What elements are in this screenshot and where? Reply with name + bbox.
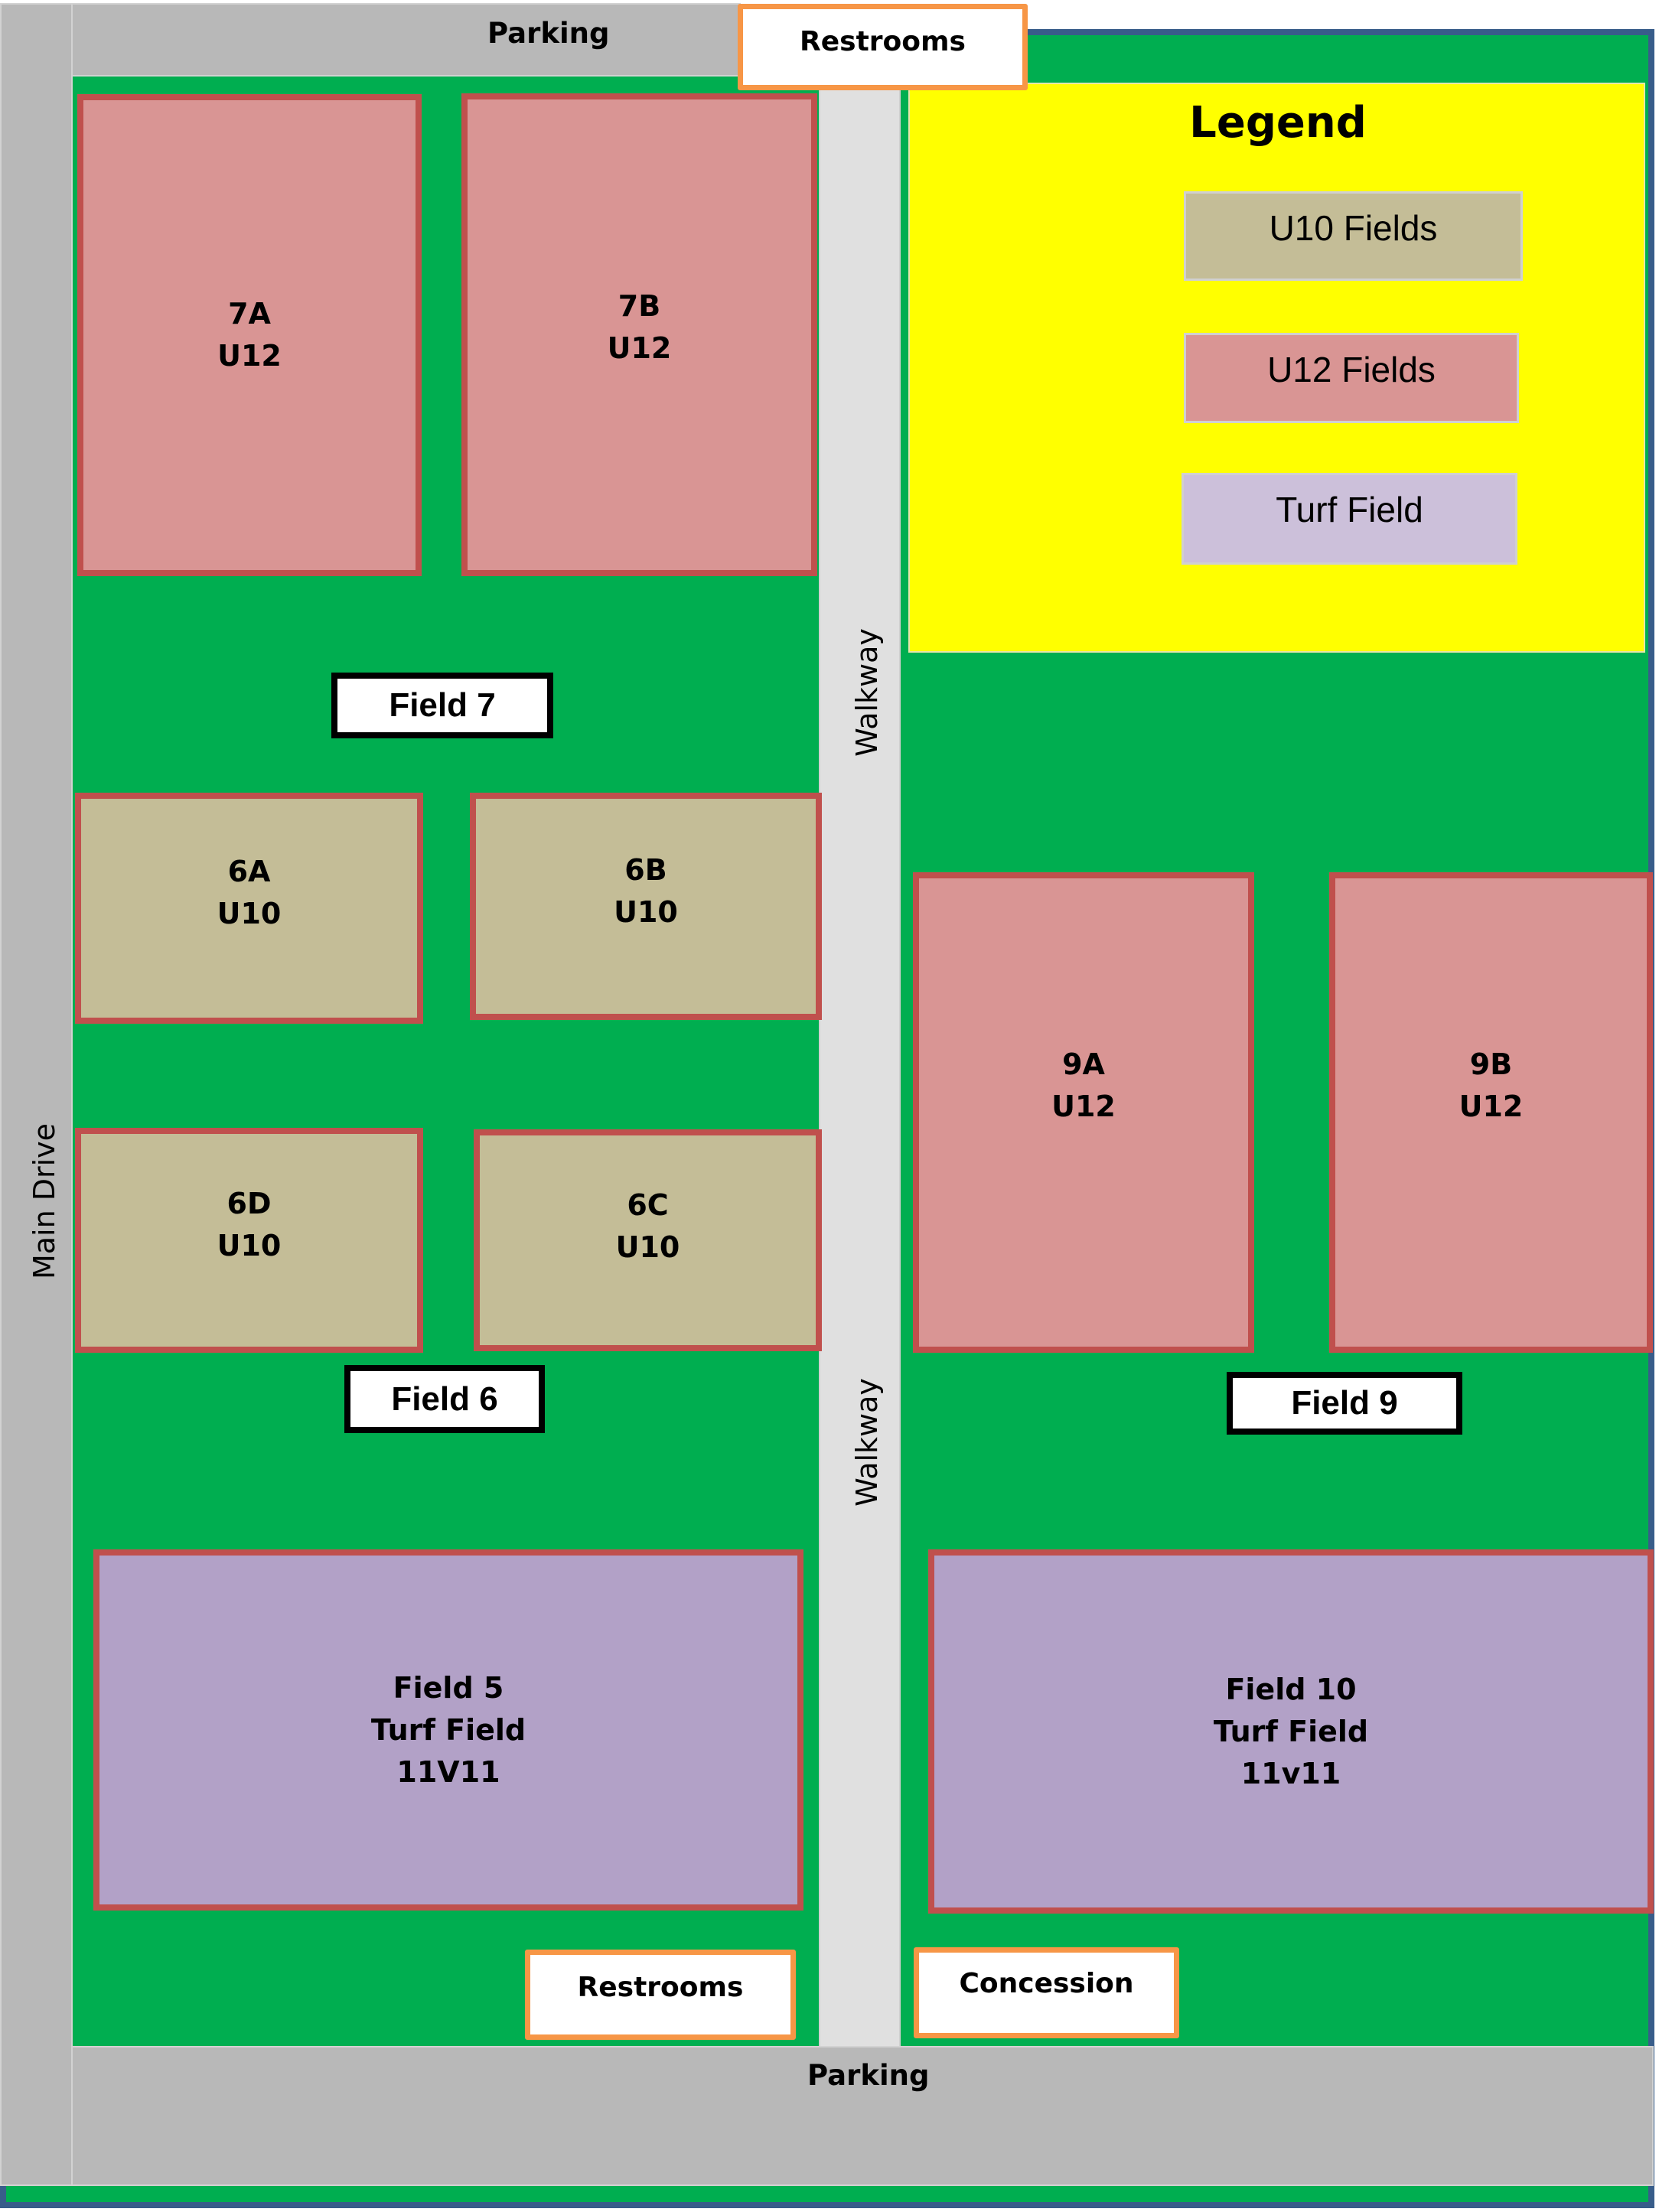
field-6b-age: U10 [614,894,678,929]
field-6a[interactable]: 6A U10 [75,793,423,1024]
field-9a-age: U12 [1051,1090,1116,1123]
field-7-label: Field 7 [331,673,553,738]
field-9b[interactable]: 9B U12 [1329,872,1653,1353]
field-10-name: Field 10 [1225,1672,1357,1706]
field-5-type: Turf Field [370,1712,526,1747]
field-7a[interactable]: 7A U12 [77,94,422,576]
field-6d[interactable]: 6D U10 [75,1128,423,1353]
field-6d-name: 6D [227,1187,272,1220]
concession[interactable]: Concession [914,1947,1179,2038]
field-9b-name: 9B [1469,1047,1513,1081]
field-6a-age: U10 [217,897,282,930]
field-10-type: Turf Field [1213,1714,1369,1748]
field-7b[interactable]: 7B U12 [461,93,817,576]
parking-top [71,3,741,77]
field-9a-name: 9A [1062,1047,1105,1081]
main-drive [0,3,73,2186]
walkway-label-upper: Walkway [850,628,884,757]
restrooms-bottom[interactable]: Restrooms [525,1950,796,2040]
field-7a-name: 7A [228,297,271,331]
field-5-turf[interactable]: Field 5 Turf Field 11V11 [93,1549,803,1911]
field-9a[interactable]: 9A U12 [913,872,1254,1353]
field-9b-age: U12 [1459,1090,1524,1123]
main-drive-label: Main Drive [28,1122,61,1280]
parking-bottom [71,2046,1654,2186]
field-6a-name: 6A [227,855,271,888]
field-5-format: 11V11 [396,1754,500,1789]
field-6b-name: 6B [624,852,667,887]
field-6c[interactable]: 6C U10 [474,1129,822,1351]
field-6-label: Field 6 [344,1365,545,1433]
legend-item-turf: Turf Field [1182,473,1517,565]
field-6c-age: U10 [615,1230,680,1264]
field-6b[interactable]: 6B U10 [470,793,822,1020]
field-5-name: Field 5 [393,1670,504,1705]
field-9-label: Field 9 [1227,1372,1462,1435]
field-10-turf[interactable]: Field 10 Turf Field 11v11 [928,1549,1654,1914]
field-6c-name: 6C [627,1188,669,1222]
restrooms-top[interactable]: Restrooms [738,4,1028,90]
field-7a-age: U12 [217,339,282,373]
parking-bottom-label: Parking [807,2059,930,2092]
parking-top-label: Parking [487,17,610,50]
legend-item-u10: U10 Fields [1184,191,1523,281]
field-10-format: 11v11 [1240,1756,1341,1790]
walkway-label-lower: Walkway [850,1378,884,1507]
walkway [819,86,901,2046]
field-7b-name: 7B [618,288,661,323]
field-6d-age: U10 [217,1229,282,1262]
legend-title: Legend [1189,98,1367,148]
legend-item-u12: U12 Fields [1184,333,1519,423]
field-7b-age: U12 [607,331,672,365]
